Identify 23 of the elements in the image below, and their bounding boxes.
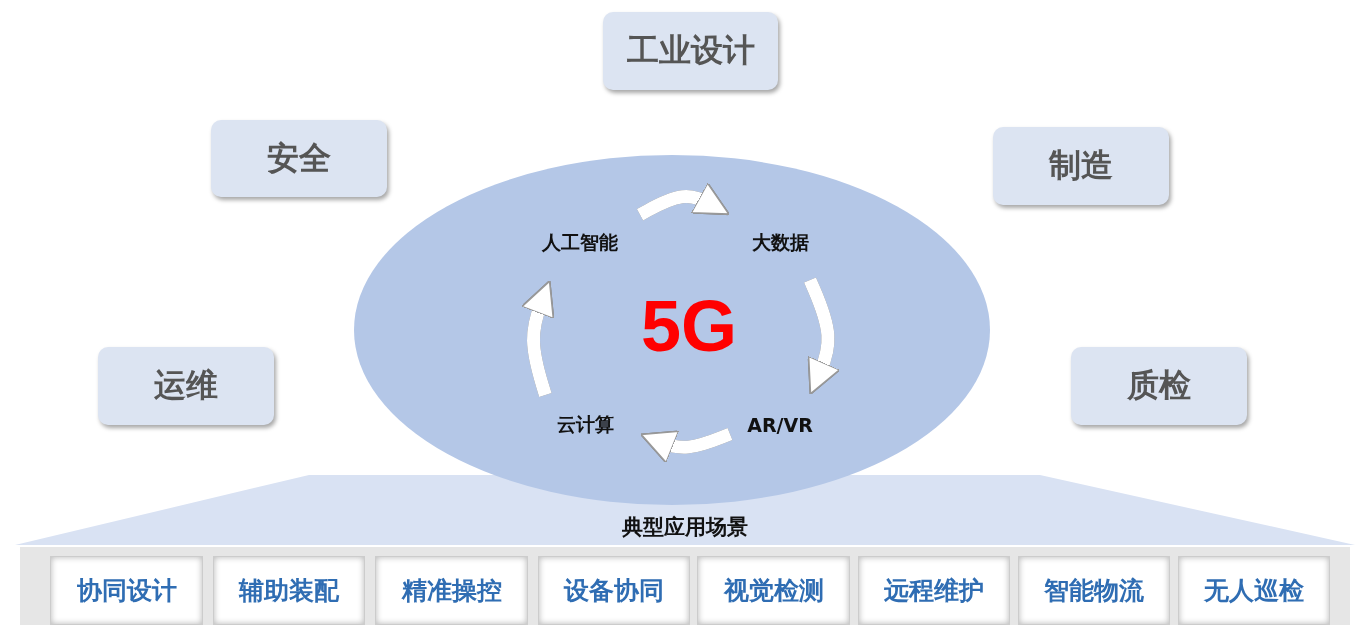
technology-label: AR/VR: [747, 414, 813, 436]
scenario-box: 辅助装配: [213, 556, 365, 625]
category-box: 安全: [211, 120, 387, 197]
scenario-box: 设备协同: [538, 556, 690, 625]
center-title: 5G: [640, 285, 737, 367]
scenario-box: 远程维护: [858, 556, 1010, 625]
cycle-arrow: [521, 280, 555, 397]
category-box: 工业设计: [603, 12, 778, 90]
band-title: 典型应用场景: [622, 514, 748, 541]
cycle-arrow: [636, 182, 730, 221]
cycle-arrow: [804, 277, 841, 395]
category-box: 制造: [993, 127, 1169, 205]
technology-label: 人工智能: [542, 229, 618, 255]
cycle-arrow: [640, 427, 733, 464]
scenario-box: 无人巡检: [1178, 556, 1330, 625]
scenario-box: 精准操控: [375, 556, 528, 625]
scenario-box: 智能物流: [1018, 556, 1170, 625]
technology-label: 云计算: [556, 412, 614, 437]
scenario-box: 视觉检测: [697, 556, 850, 625]
category-box: 运维: [98, 347, 274, 425]
scenario-box: 协同设计: [50, 556, 203, 625]
technology-label: 大数据: [751, 229, 809, 255]
category-box: 质检: [1071, 347, 1247, 425]
